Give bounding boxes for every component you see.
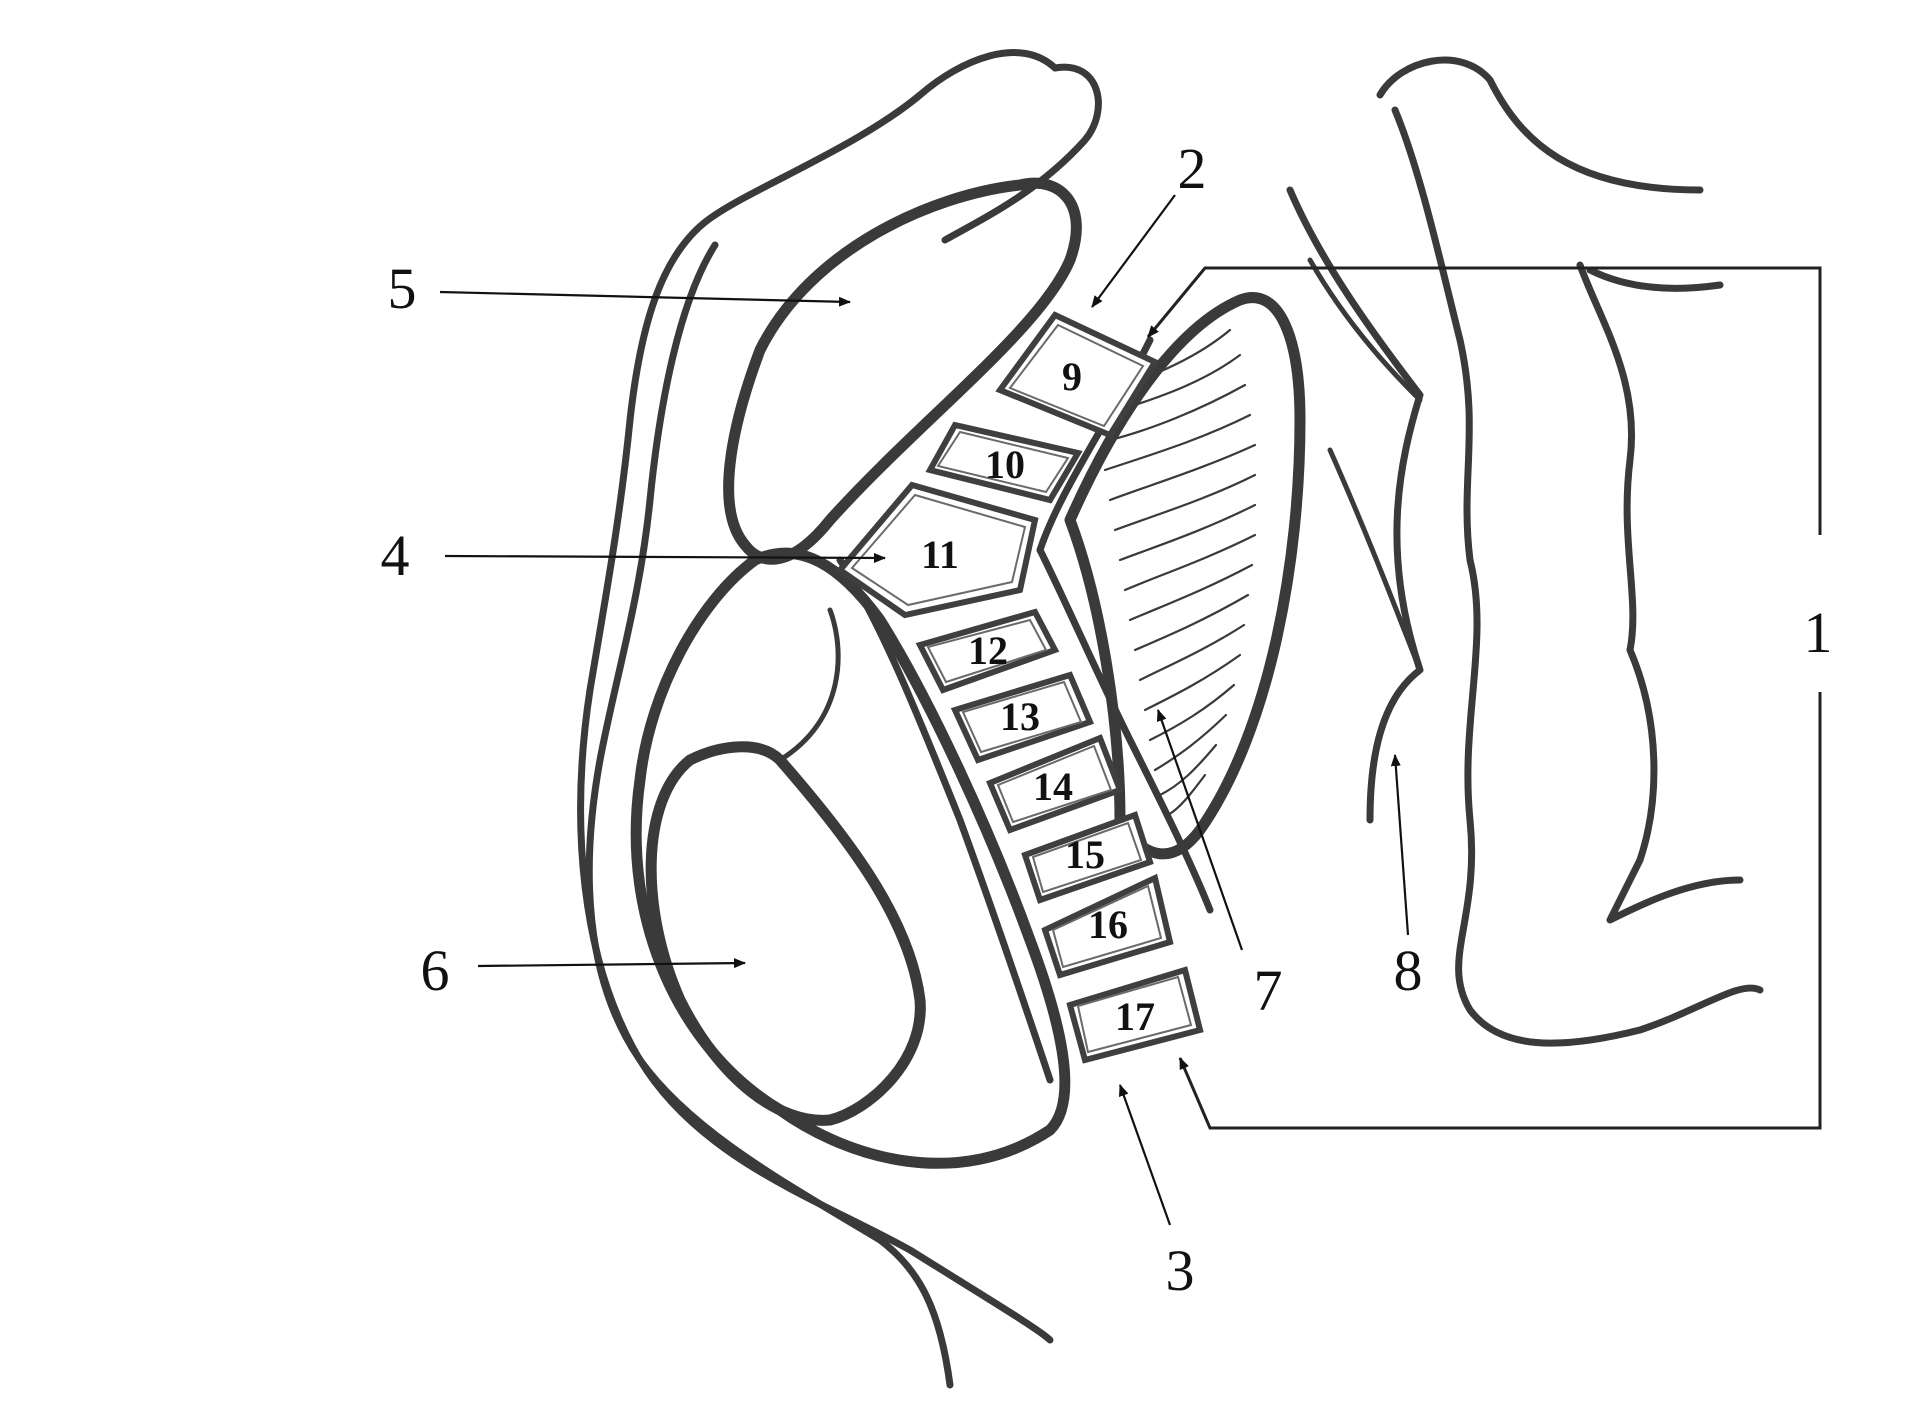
region-6-inner xyxy=(645,741,926,1126)
box-label-10: 10 xyxy=(985,442,1025,487)
vertebra-box-12: 12 xyxy=(915,608,1060,694)
region-8-outline xyxy=(1286,186,1424,824)
outer-contour xyxy=(577,49,1059,1344)
box-label-12: 12 xyxy=(968,628,1008,673)
vertebra-box-13: 13 xyxy=(950,671,1095,764)
vertebra-box-9: 9 xyxy=(995,311,1160,439)
region-7-outline xyxy=(1064,292,1306,860)
right-wall-outer xyxy=(1376,56,1764,1047)
box-label-14: 14 xyxy=(1033,764,1073,809)
box-label-13: 13 xyxy=(1000,694,1040,739)
callout-label-4: 4 xyxy=(381,523,410,588)
inner-contour xyxy=(585,241,954,1389)
vertebra-box-11: 11 xyxy=(835,481,1039,619)
bracket-1-lower xyxy=(1178,692,1822,1130)
vertebra-box-15: 15 xyxy=(1021,811,1154,904)
right-wall-inner xyxy=(1576,261,1744,924)
arrow-5 xyxy=(439,290,851,307)
region-7-striations xyxy=(1103,328,1257,817)
box-label-11: 11 xyxy=(921,532,959,577)
callout-label-8: 8 xyxy=(1394,938,1423,1003)
arrow-6 xyxy=(477,958,746,969)
callout-label-3: 3 xyxy=(1166,1238,1195,1303)
arrow-7 xyxy=(1156,709,1244,951)
vertebra-box-14: 14 xyxy=(986,734,1124,834)
arrow-4 xyxy=(444,552,886,563)
callout-label-1: 1 xyxy=(1804,600,1833,665)
callout-label-7: 7 xyxy=(1254,958,1283,1023)
region-6-connector xyxy=(777,607,841,763)
vertebra-box-17: 17 xyxy=(1066,966,1204,1064)
callout-label-6: 6 xyxy=(421,938,450,1003)
box-label-9: 9 xyxy=(1062,354,1082,399)
arrow-2 xyxy=(1091,194,1176,308)
bracket-1-upper xyxy=(1146,266,1822,535)
vertebra-box-10: 10 xyxy=(925,421,1083,504)
box-label-15: 15 xyxy=(1065,832,1105,877)
vertebra-box-16: 16 xyxy=(1041,873,1174,979)
box-label-16: 16 xyxy=(1088,902,1128,947)
callout-label-5: 5 xyxy=(388,256,417,321)
arrow-8 xyxy=(1390,754,1410,936)
callout-label-2: 2 xyxy=(1178,136,1207,201)
outer-contour-upper xyxy=(941,63,1102,244)
box-label-17: 17 xyxy=(1115,994,1155,1039)
column-left-edge xyxy=(836,556,1054,1084)
arrow-3 xyxy=(1118,1084,1172,1226)
region-6-outer-ring xyxy=(630,547,1071,1169)
region-8-inner xyxy=(1307,257,1423,673)
column-right-edge xyxy=(1036,336,1214,914)
